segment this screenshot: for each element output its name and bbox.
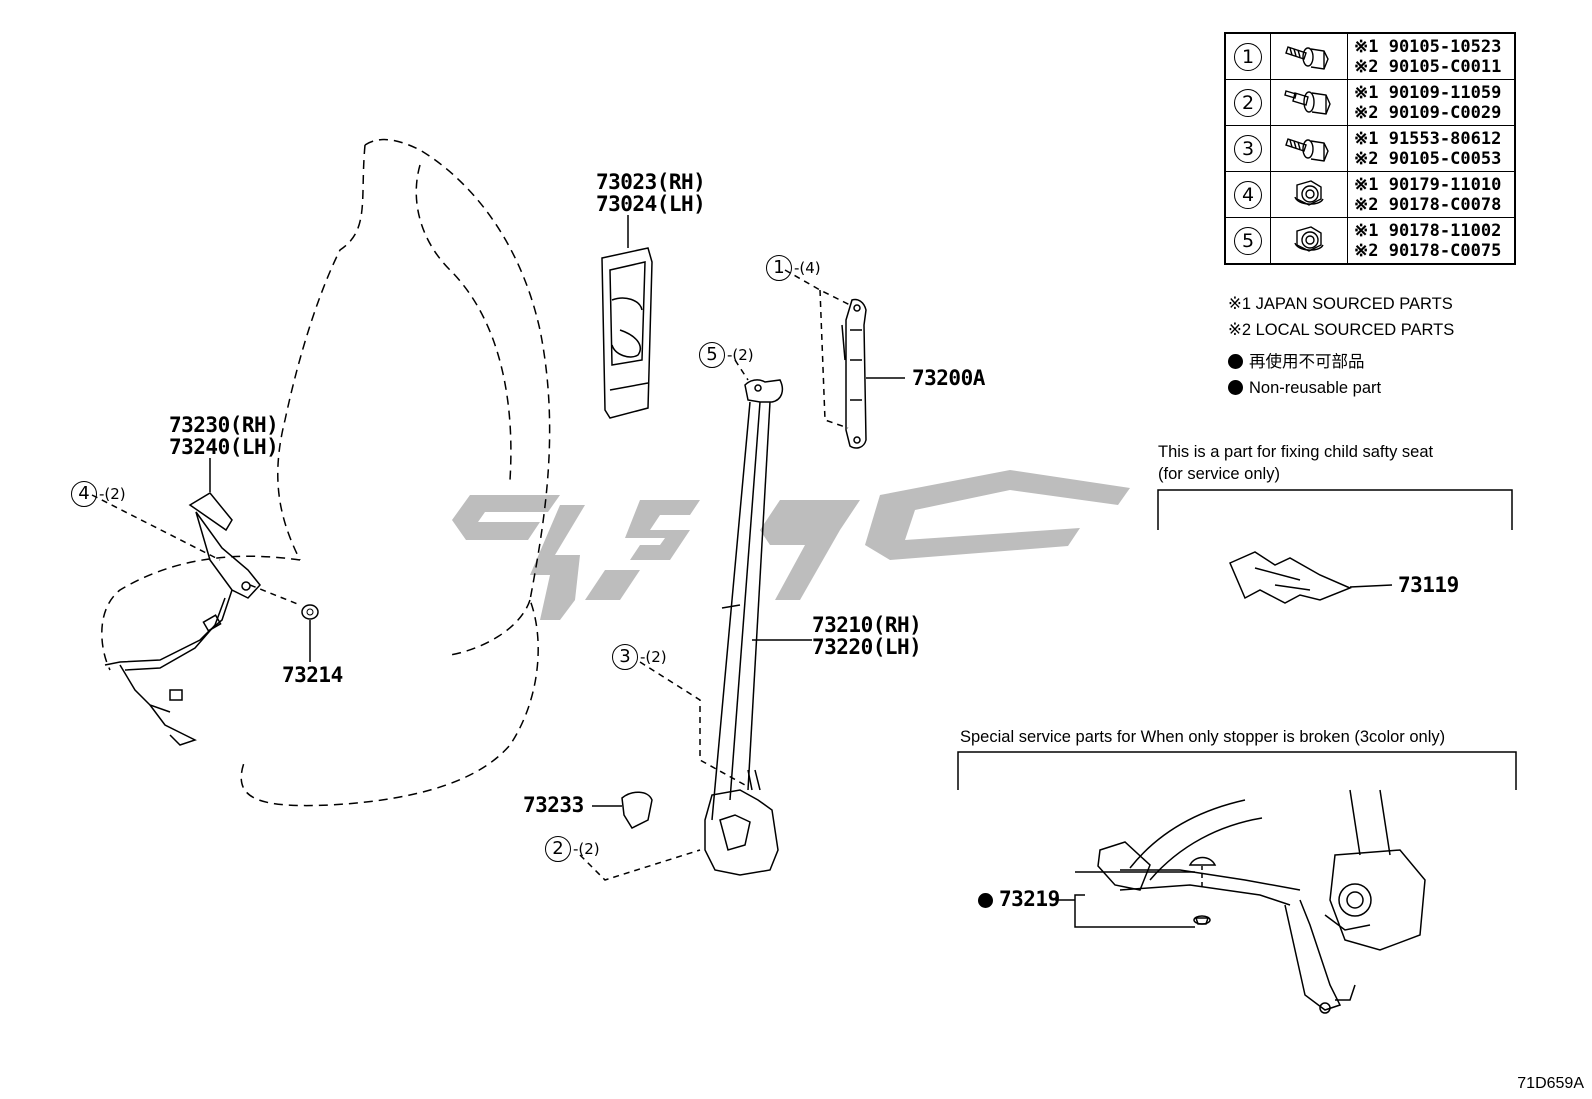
washer-73214 [301, 604, 319, 620]
dashed-leader-73214 [249, 584, 301, 606]
pillar-garnish-part [601, 247, 653, 419]
callout-4-qty: -(2) [99, 485, 126, 503]
legend-nonreuse-en: Non-reusable part [1228, 378, 1381, 398]
flange-nut-icon [1270, 171, 1348, 218]
callout-4-circle: 4 [71, 481, 97, 507]
part-number-japan: ※1 90105-10523 [1354, 36, 1502, 57]
legend-nonreuse-jp: 再使用不可部品 [1228, 352, 1365, 372]
fastener-row[interactable]: 4 ※1 90179-11010※2 90178-C0078 [1224, 171, 1516, 218]
child-seat-frame [1157, 489, 1513, 530]
part-number-japan: ※1 91553-80612 [1354, 128, 1502, 149]
callout-3-circle: 3 [612, 644, 638, 670]
label-73210[interactable]: 73210(RH) [812, 613, 922, 637]
part-number-japan: ※1 90109-11059 [1354, 82, 1502, 103]
fastener-num: 1 [1234, 42, 1262, 71]
seat-buckle-part [104, 492, 261, 746]
stopper-frame [957, 751, 1517, 790]
dashed-leader-3 [639, 661, 746, 786]
height-adjuster-part [841, 298, 867, 449]
dashed-leader-2 [579, 849, 701, 881]
fastener-num: 5 [1234, 226, 1262, 255]
seat-outline [101, 138, 551, 807]
label-73220[interactable]: 73220(LH) [812, 635, 922, 659]
label-73200A[interactable]: 73200A [912, 366, 985, 390]
non-reusable-dot-icon [978, 893, 993, 908]
callout-3-qty: -(2) [640, 648, 667, 666]
fastener-num: 2 [1234, 88, 1262, 117]
label-73230[interactable]: 73230(RH) [169, 413, 279, 437]
non-reusable-dot-icon [1228, 380, 1243, 395]
fastener-row[interactable]: 5 ※1 90178-11002※2 90178-C0075 [1224, 217, 1516, 265]
bolt-washer-icon [1270, 32, 1348, 80]
callout-2-circle: 2 [545, 836, 571, 862]
part-number-local: ※2 90105-C0053 [1354, 148, 1502, 169]
belt-stopper-illustration [1097, 789, 1426, 1014]
part-number-local: ※2 90178-C0075 [1354, 240, 1502, 261]
label-73233[interactable]: 73233 [523, 793, 584, 817]
dashed-leader-1 [784, 269, 851, 429]
fastener-table-body: 1 ※1 90105-10523※2 90105-C0011 2 ※1 9010… [1224, 32, 1516, 265]
fastener-row[interactable]: 2 ※1 90109-11059※2 90109-C0029 [1224, 79, 1516, 126]
part-number-japan: ※1 90178-11002 [1354, 220, 1502, 241]
label-73219[interactable]: 73219 [978, 888, 1060, 910]
label-73023[interactable]: 73023(RH) [596, 170, 706, 194]
child-seat-note-line2: (for service only) [1158, 465, 1280, 483]
seat-belt-retractor-part [704, 379, 784, 876]
legend-japan-sourced: ※1 JAPAN SOURCED PARTS [1228, 295, 1453, 313]
dashed-leader-5 [734, 359, 749, 381]
label-73119[interactable]: 73119 [1398, 573, 1459, 597]
child-seat-note-line1: This is a part for fixing child safty se… [1158, 443, 1434, 461]
callout-2-qty: -(2) [573, 840, 600, 858]
leader-73119 [1349, 584, 1393, 588]
callout-5-qty: -(2) [727, 346, 754, 364]
label-73240[interactable]: 73240(LH) [169, 435, 279, 459]
callout-5-circle: 5 [699, 342, 725, 368]
label-73024[interactable]: 73024(LH) [596, 192, 706, 216]
part-number-local: ※2 90105-C0011 [1354, 56, 1502, 77]
bolt-washer-icon [1270, 125, 1348, 172]
bracket-73219 [1074, 871, 1195, 928]
part-number-local: ※2 90178-C0078 [1354, 194, 1502, 215]
part-number-japan: ※1 90179-11010 [1354, 174, 1502, 195]
non-reusable-dot-icon [1228, 354, 1243, 369]
shoulder-bolt-icon [1270, 79, 1348, 126]
part-number-local: ※2 90109-C0029 [1354, 102, 1502, 123]
flange-nut-icon [1270, 217, 1348, 265]
legend-local-sourced: ※2 LOCAL SOURCED PARTS [1228, 321, 1455, 339]
fastener-num: 3 [1234, 134, 1262, 163]
diagram-reference-code: 71D659A [1517, 1075, 1584, 1092]
dashed-leader-4 [91, 494, 221, 561]
fastener-num: 4 [1234, 180, 1262, 209]
callout-1-circle: 1 [766, 255, 792, 281]
fastener-row[interactable]: 1 ※1 90105-10523※2 90105-C0011 [1224, 32, 1516, 80]
stopper-caption: Special service parts for When only stop… [960, 728, 1446, 746]
fastener-row[interactable]: 3 ※1 91553-80612※2 90105-C0053 [1224, 125, 1516, 172]
label-73214[interactable]: 73214 [282, 663, 343, 687]
callout-1-qty: -(4) [794, 259, 821, 277]
fastener-table: 1 ※1 90105-10523※2 90105-C0011 2 ※1 9010… [1224, 32, 1516, 265]
child-seat-bracket-part [1229, 551, 1352, 604]
cover-73233-part [621, 791, 653, 829]
watermark-logo [452, 470, 1130, 620]
